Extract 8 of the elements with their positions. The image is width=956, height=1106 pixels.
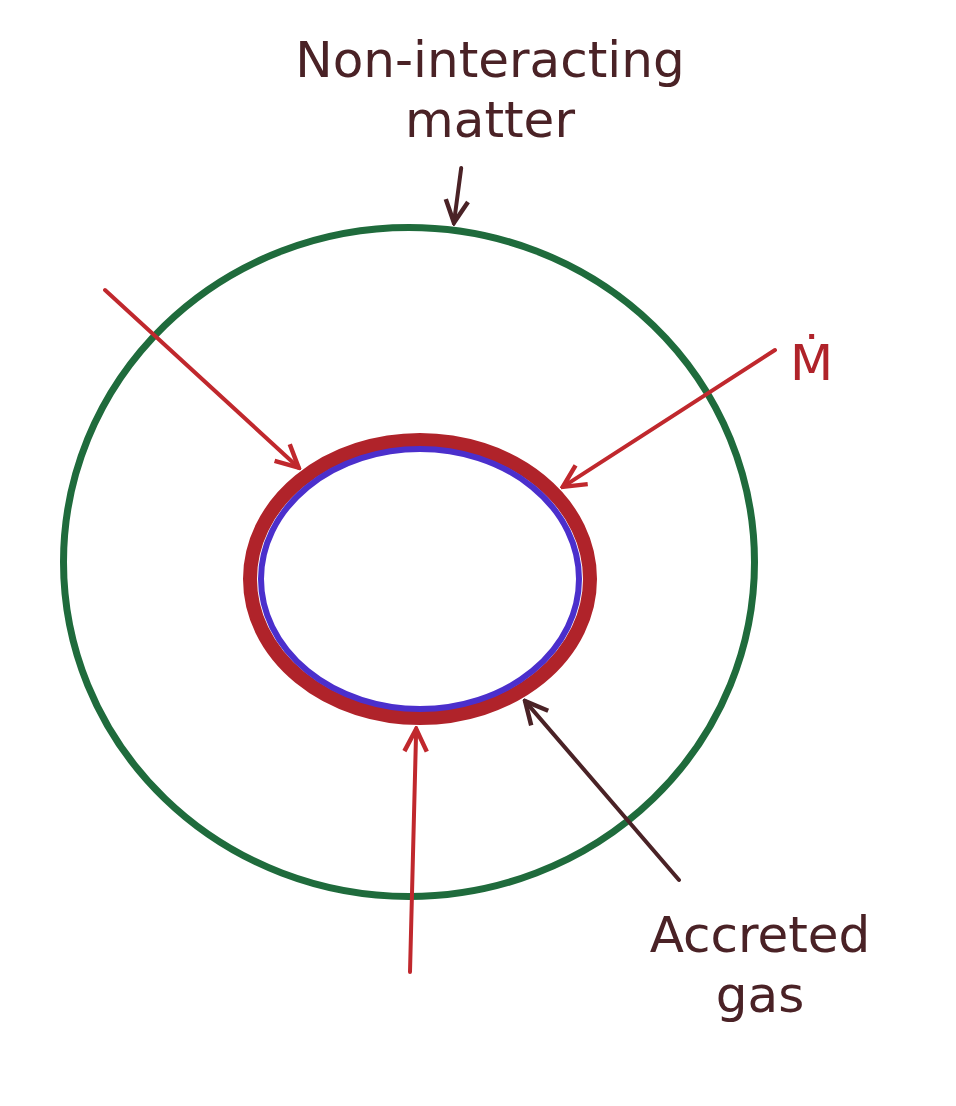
callout-label: Accreted gas bbox=[648, 905, 872, 1025]
arrow bbox=[103, 288, 301, 470]
leader-line bbox=[443, 166, 471, 225]
symbol-label: Ṁ bbox=[790, 335, 834, 393]
arrow bbox=[560, 348, 777, 490]
arrow bbox=[402, 726, 430, 974]
callout-label: Non-interacting matter bbox=[294, 30, 686, 150]
leader-line bbox=[522, 698, 681, 882]
